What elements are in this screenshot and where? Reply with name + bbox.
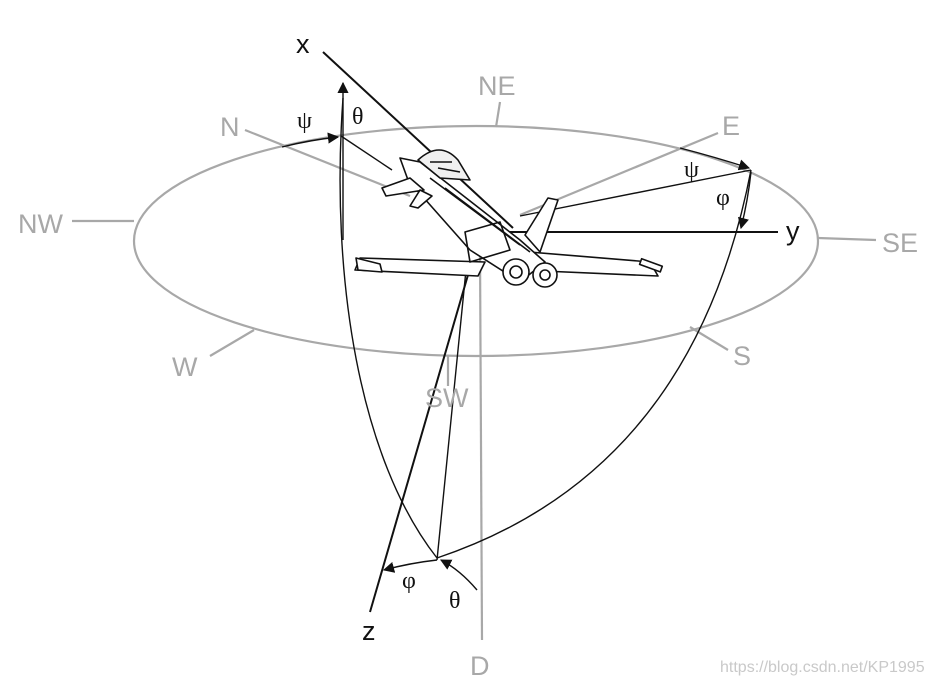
- label-w: W: [172, 352, 198, 382]
- label-y-axis: y: [786, 216, 800, 246]
- psi-arc-east: [679, 147, 751, 171]
- label-psi-north: ψ: [297, 108, 312, 134]
- label-z-axis: z: [362, 616, 376, 646]
- psi-radial-north: [340, 135, 393, 171]
- horizon-ellipse: [132, 124, 820, 358]
- label-n: N: [220, 112, 240, 142]
- label-sw: SW: [425, 383, 469, 413]
- z-projection-line: [436, 269, 467, 561]
- fighter-jet-icon: [354, 149, 664, 288]
- theta-arc-bottom: [440, 559, 478, 591]
- label-se: SE: [882, 228, 918, 258]
- label-x-axis: x: [296, 29, 310, 59]
- tick-ne: [494, 101, 502, 128]
- label-e: E: [722, 111, 740, 141]
- label-d: D: [470, 651, 490, 681]
- label-psi-east: ψ: [684, 157, 699, 183]
- phi-arc-east: [738, 171, 752, 230]
- down-axis: [478, 249, 484, 641]
- tick-s: [689, 326, 729, 351]
- label-phi-bottom: φ: [402, 568, 416, 594]
- label-nw: NW: [18, 209, 63, 239]
- meridian-arc-right: [436, 169, 752, 559]
- meridian-arc-left: [339, 97, 438, 559]
- psi-line-east: [519, 169, 752, 217]
- phi-arc-bottom: [382, 559, 438, 573]
- tick-w: [209, 329, 255, 357]
- x-axis-line: [322, 51, 514, 229]
- label-ne: NE: [478, 71, 516, 101]
- tick-se: [817, 236, 877, 242]
- label-theta-top: θ: [352, 104, 364, 130]
- label-theta-bottom: θ: [449, 588, 461, 614]
- watermark: https://blog.csdn.net/KP1995: [720, 659, 925, 676]
- label-s: S: [733, 341, 751, 371]
- label-phi-east: φ: [716, 185, 730, 211]
- psi-arc-north: [281, 132, 340, 148]
- tick-n: [244, 128, 411, 198]
- z-axis-line: [369, 267, 471, 613]
